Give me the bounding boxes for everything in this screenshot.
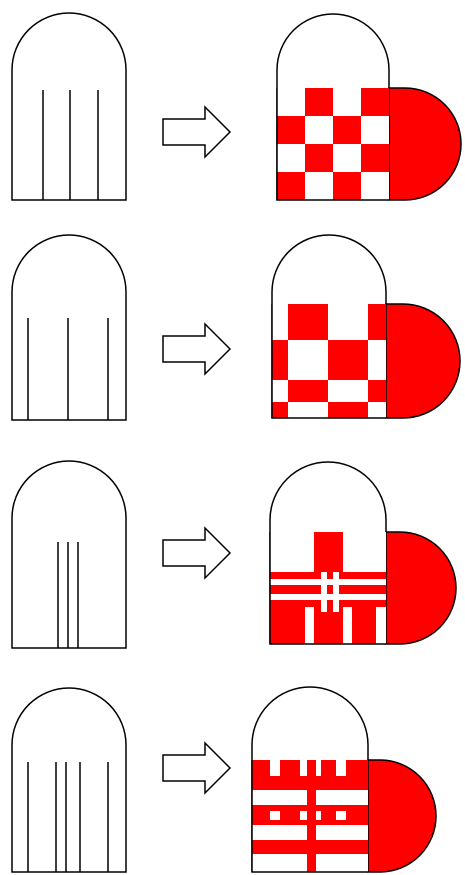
weave-white-cell (343, 607, 352, 644)
weave-white-strip (321, 790, 336, 805)
heart-right-lobe (386, 304, 460, 418)
weave-white-cell (333, 144, 361, 172)
weave-white-cell (305, 607, 314, 644)
right-arrow-outline-icon (163, 324, 230, 374)
weave-white-strip (321, 825, 336, 840)
weave-white-cell (376, 607, 386, 644)
row-4 (12, 687, 436, 872)
weave-white-cell (333, 88, 361, 116)
weave-white-strip (321, 854, 336, 872)
weave-red-strip (252, 820, 368, 825)
template-outline (12, 688, 126, 872)
weave-white-cell (305, 116, 333, 144)
right-arrow-outline-icon (163, 528, 230, 578)
woven-heart-result (252, 687, 436, 872)
row-3 (12, 461, 456, 648)
weave-red-strip (327, 532, 333, 572)
weave-white-cell (368, 402, 386, 418)
weave-white-strip (280, 825, 300, 840)
weave-red-strip (252, 805, 368, 811)
weave-white-cell (288, 402, 328, 418)
weave-white-cell (361, 172, 389, 200)
weave-white-cell (343, 532, 386, 572)
right-arrow-outline-icon (163, 743, 230, 793)
weave-white-cell (328, 304, 368, 340)
weave-red-strip (252, 776, 368, 790)
weave-white-cell (272, 304, 288, 340)
weave-white-cell (270, 532, 314, 572)
heart-right-lobe (368, 760, 436, 872)
weave-white-cell (277, 144, 305, 172)
paper-template (12, 461, 126, 648)
weave-red-strip (339, 532, 343, 572)
weave-white-strip (346, 854, 368, 872)
weave-white-strip (280, 854, 300, 872)
weave-red-strip (252, 840, 368, 854)
row-2 (12, 235, 460, 420)
right-arrow-outline-icon (163, 107, 230, 157)
woven-heart-result (277, 14, 461, 200)
template-outline (12, 13, 126, 200)
weave-white-strip (280, 790, 300, 805)
weave-white-strip (252, 854, 270, 872)
weave-white-strip (270, 579, 386, 585)
weave-white-cell (272, 380, 288, 402)
weave-white-strip (270, 594, 386, 600)
paper-template (12, 688, 126, 872)
weave-white-cell (277, 88, 305, 116)
weave-white-cell (361, 116, 389, 144)
weave-white-cell (305, 172, 333, 200)
heart-right-lobe (386, 532, 456, 644)
weave-white-strip (333, 572, 339, 612)
template-outline (12, 461, 126, 648)
template-outline (12, 235, 126, 420)
weave-white-cell (328, 380, 368, 402)
woven-heart-result (270, 462, 456, 644)
woven-heart-result (272, 235, 460, 418)
weave-white-strip (321, 572, 327, 612)
weave-white-cell (288, 340, 328, 380)
weave-red-strip (314, 532, 321, 572)
weave-white-strip (252, 825, 270, 840)
paper-template (12, 235, 126, 420)
weave-white-cell (368, 340, 386, 380)
row-1 (12, 13, 461, 200)
weave-white-strip (252, 790, 270, 805)
weave-white-strip (346, 790, 368, 805)
heart-right-lobe (389, 88, 461, 200)
weave-white-strip (346, 825, 368, 840)
paper-template (12, 13, 126, 200)
